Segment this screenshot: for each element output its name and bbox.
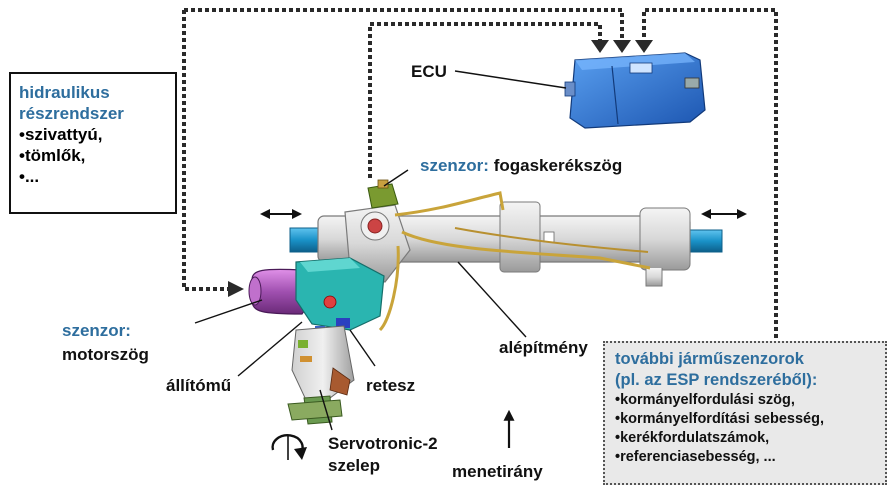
steering-rack [289,179,723,332]
sensor-item: •referenciasebesség, ... [615,449,776,465]
signal-arrow-icon [228,40,653,297]
latch-label: retesz [366,376,416,395]
rotation-arrow-icon [271,434,307,460]
sensor-item: •kerékfordulatszámok, [615,430,770,446]
signal-lines [182,8,778,340]
gear-sensor-signal-line [368,22,602,178]
vehicle-sensors-box: további járműszenzorok (pl. az ESP rends… [603,341,887,485]
servotronic-valve-assembly [287,257,385,425]
sensor-item: •kormányelfordítási sebesség, [615,411,824,427]
motor-sensor-leader [194,299,263,324]
leader-lines [194,169,527,431]
ecu-unit [564,52,706,129]
sensor-item: •kormányelfordulási szög, [615,392,795,408]
driving-direction-label: menetirány [452,462,543,481]
substructure-leader [457,261,527,338]
ecu-label: ECU [411,62,447,81]
top-signal-line [184,8,624,44]
hydraulic-item: •szivattyú, [19,125,103,144]
hydraulic-title-line1: hidraulikus [19,83,110,102]
gear-angle-text: fogaskerékszög [493,156,623,175]
hydraulic-item: •... [19,167,40,186]
motor-angle-label: motorszög [62,345,149,364]
ecu-leader [454,70,567,89]
motor-sensor-prefix: szenzor: [62,321,131,340]
hydraulic-subsystem-box: hidraulikus részrendszer •szivattyú, •tö… [9,72,177,214]
sensor-prefix: szenzor: [420,156,489,175]
substructure-label: alépítmény [499,338,588,357]
gear-angle-sensor-label: szenzor: fogaskerékszög [420,156,622,176]
sensors-title-line2: (pl. az ESP rendszeréből): [615,371,818,389]
gear-sensor-leader [383,169,409,187]
sensors-title-line1: további járműszenzorok [615,350,804,368]
valve-label-line1: Servotronic-2 [328,434,438,453]
actuator-label: állítómű [166,376,232,395]
hydraulic-signal-line [182,10,236,291]
hydraulic-item: •tömlők, [19,146,86,165]
hydraulic-title-line2: részrendszer [19,104,124,123]
actuator-leader [237,321,303,377]
valve-leader [319,389,333,431]
vehicle-sensor-signal-line [642,8,778,340]
latch-leader [349,329,376,367]
valve-label-line2: szelep [328,456,380,475]
